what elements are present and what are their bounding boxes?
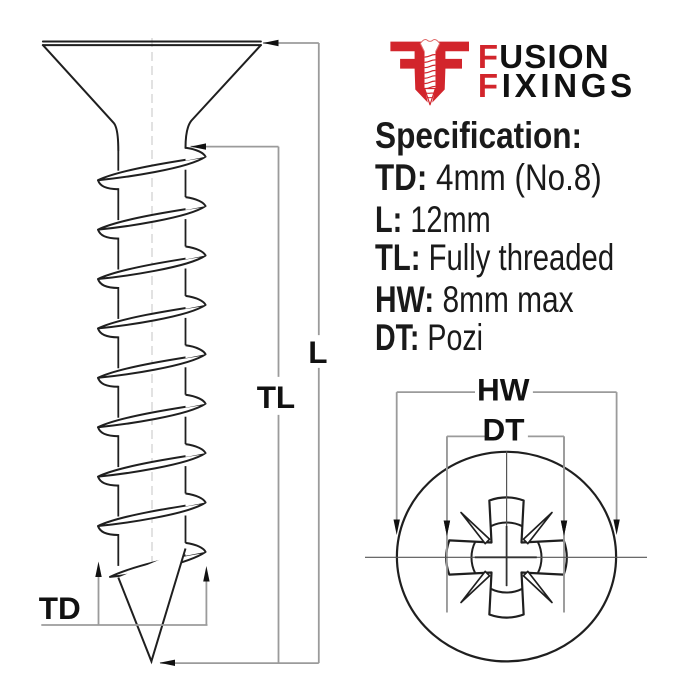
svg-text:DT: DT <box>483 412 525 448</box>
svg-text:TD: TD <box>39 590 81 626</box>
svg-text:TL: TL <box>257 379 295 415</box>
svg-text:L: L <box>308 334 327 370</box>
svg-text:HW: HW <box>477 372 530 408</box>
